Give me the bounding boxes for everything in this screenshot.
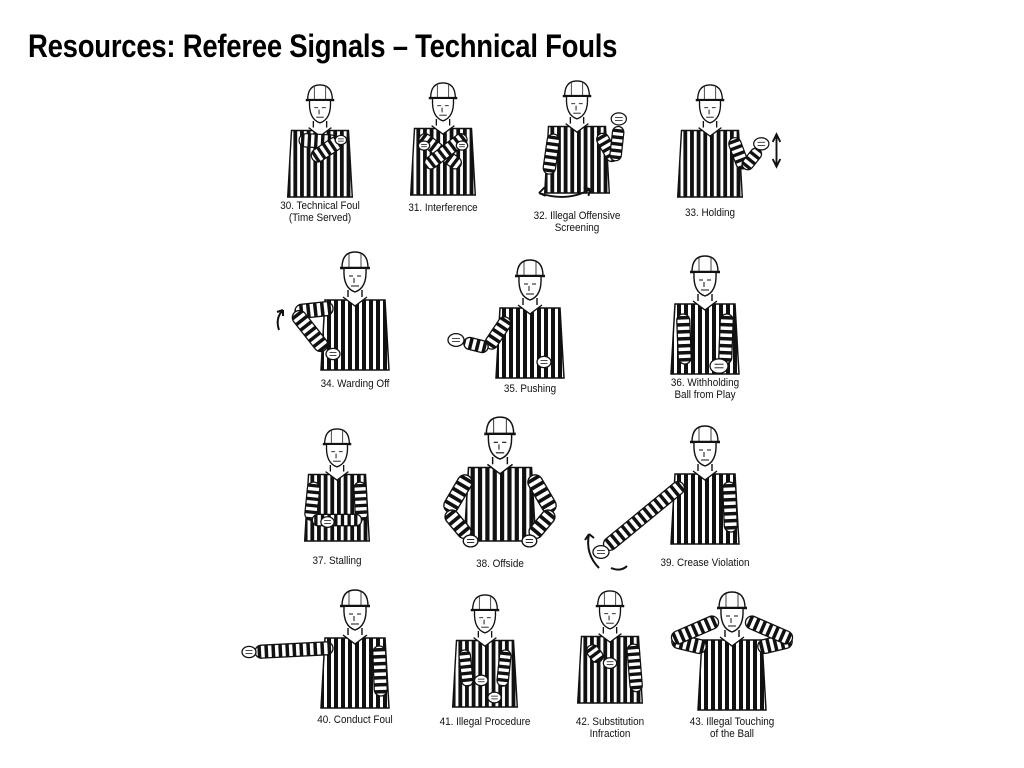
signal-40: 40. Conduct Foul <box>241 588 405 740</box>
signal-caption: 39. Crease Violation <box>620 557 791 569</box>
signal-caption: 37. Stalling <box>252 555 423 567</box>
caption-line-1: 42. Substitution <box>575 716 645 728</box>
referee-figure <box>409 82 477 196</box>
signal-caption: 34. Warding Off <box>270 378 441 390</box>
referee-figure <box>451 594 519 708</box>
referee-figure <box>676 84 782 198</box>
caption-line-1: 32. Illegal Offensive <box>533 210 621 222</box>
caption-line-1: 40. Conduct Foul <box>317 714 393 726</box>
caption-line-1: 30. Technical Foul <box>280 200 360 212</box>
referee-figure <box>276 251 390 371</box>
referee-figure <box>441 416 559 548</box>
slide-title: Resources: Referee Signals – Technical F… <box>28 28 618 64</box>
caption-line-1: 37. Stalling <box>312 555 362 567</box>
signal-38: 38. Offside <box>441 416 559 584</box>
signal-39: 39. Crease Violation <box>584 424 755 583</box>
signal-caption: 31. Interference <box>358 202 529 214</box>
caption-line-1: 43. Illegal Touching <box>689 716 775 728</box>
signal-34: 34. Warding Off <box>276 250 405 404</box>
caption-line-1: 33. Holding <box>684 207 736 219</box>
referee-figure <box>286 84 354 198</box>
caption-line-2: Ball from Play <box>674 389 736 401</box>
caption-line-2: Infraction <box>589 728 631 740</box>
caption-line-1: 36. Withholding <box>670 377 740 389</box>
caption-line-2: Screening <box>554 222 600 234</box>
caption-line-1: 35. Pushing <box>503 383 557 395</box>
referee-figure <box>303 428 371 542</box>
signal-caption: 38. Offside <box>415 558 586 570</box>
referee-figure <box>538 80 628 198</box>
caption-line-2: of the Ball <box>709 728 755 740</box>
caption-line-1: 34. Warding Off <box>320 378 390 390</box>
signal-caption: 30. Technical Foul(Time Served) <box>235 200 406 224</box>
referee-figure <box>669 591 795 711</box>
referee-figure <box>447 259 565 379</box>
signal-35: 35. Pushing <box>447 258 580 409</box>
signal-30: 30. Technical Foul(Time Served) <box>270 82 370 226</box>
signal-caption: 41. Illegal Procedure <box>400 716 571 728</box>
signal-33: 33. Holding <box>660 82 782 233</box>
signal-31: 31. Interference <box>393 80 493 228</box>
caption-line-1: 41. Illegal Procedure <box>439 716 531 728</box>
signal-caption: 33. Holding <box>625 207 796 219</box>
referee-figure <box>670 255 740 375</box>
signal-37: 37. Stalling <box>287 426 387 581</box>
caption-line-1: 31. Interference <box>408 202 478 214</box>
caption-line-1: 39. Crease Violation <box>660 557 750 569</box>
caption-line-2: (Time Served) <box>288 212 352 224</box>
referee-figure <box>584 425 740 571</box>
caption-line-1: 38. Offside <box>476 558 524 570</box>
signal-41: 41. Illegal Procedure <box>435 592 535 742</box>
referee-figure <box>241 589 390 709</box>
signal-caption: 35. Pushing <box>445 383 616 395</box>
signal-caption: 40. Conduct Foul <box>270 714 441 726</box>
referee-figure <box>576 590 644 704</box>
